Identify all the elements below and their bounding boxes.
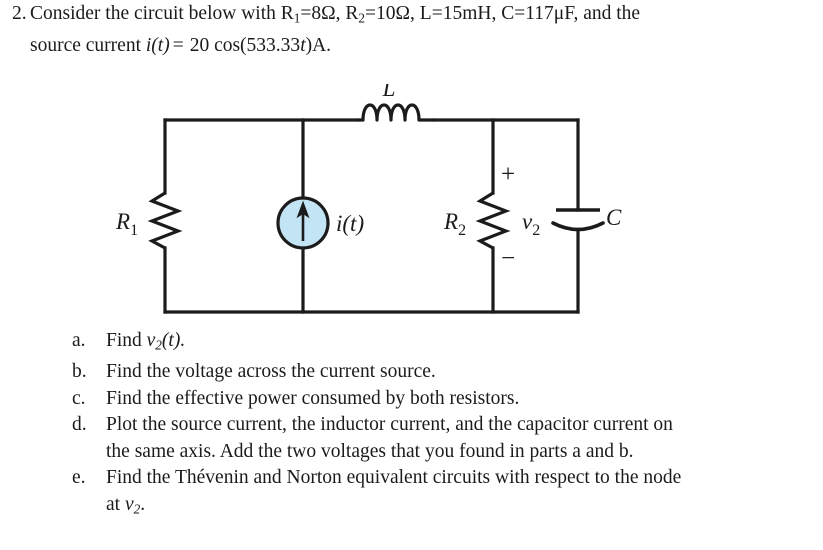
problem-number: 2. [12,3,27,24]
current-source-arrow-head [296,200,310,219]
polarity-plus-sign: + [501,161,515,188]
source-current-tail: )A. [305,34,332,56]
label-r2-symbol: R [443,209,458,234]
capacitor-symbol [551,208,605,232]
r2-symbol: R [345,3,359,24]
label-v2-subscript: 2 [532,222,540,239]
list-item: e. Find the Thévenin and Norton equivale… [0,465,823,523]
c-value: C=117μF, [501,3,584,24]
subpart-e-line1: Find the Thévenin and Norton equivalent … [106,467,682,489]
r1-symbol: R [280,3,294,24]
label-source-current: i(t) [336,211,364,236]
subpart-e-line2-pre: at [106,493,125,515]
subpart-letter-e: e. [72,467,86,489]
problem-line1-suffix: and the [583,3,641,24]
r1-value: =8Ω, [300,3,346,24]
subpart-e-symbol-sub: 2 [133,501,141,517]
problem-statement: 2. Consider the circuit below with R1=8Ω… [0,0,823,59]
subpart-text-b: Find the voltage across the current sour… [106,361,436,383]
source-current-symbol: i [145,34,152,56]
subpart-letter-d: d. [72,414,87,436]
polarity-minus-sign: − [501,245,515,272]
subpart-d-line1: Plot the source current, the inductor cu… [106,414,673,436]
subpart-letter-b: b. [72,361,87,383]
subpart-text-a: Find v2(t). [106,328,185,359]
list-item: d. Plot the source current, the inductor… [0,412,823,465]
l-value: L=15mH, [419,3,502,24]
list-item: b. Find the voltage across the current s… [0,359,823,386]
subpart-e-line2-post: . [140,493,146,515]
subpart-text-c: Find the effective power consumed by bot… [106,387,520,409]
problem-line-2-text: source current i(t)=20 cos(533.33t)A. [30,32,640,59]
label-source-current-symbol: i [336,211,342,236]
subpart-a-symbol-sub: 2 [155,337,162,353]
source-current-time-var: t [300,34,306,56]
source-current-expression: 20 cos(533.33 [189,34,301,56]
label-source-current-arg: (t) [342,211,364,236]
label-r1-symbol: R [115,209,130,234]
resistor-r2-symbol [475,191,511,250]
problem-line-1-text: Consider the circuit below with R1=8Ω, R… [30,0,640,32]
subpart-a-pre: Find [106,330,147,351]
current-source-symbol [276,196,330,250]
equals-sign: = [172,34,184,56]
label-inductor: L [382,84,396,101]
capacitor-bottom-plate [551,221,605,232]
r1-subscript: 1 [293,10,301,26]
r2-value: =10Ω, [365,3,420,24]
subpart-e-line2: at v2. [106,492,681,523]
list-item: c. Find the effective power consumed by … [0,386,823,413]
subpart-text-e: Find the Thévenin and Norton equivalent … [106,465,681,523]
inductor-symbol [355,103,436,122]
source-current-prefix: source current [30,34,146,56]
circuit-diagram: R1 R2 L C i(t) v2 + − [0,84,823,324]
label-v2-symbol: v [522,209,533,234]
subpart-letter-a: a. [72,330,86,351]
subparts-list: a. Find v2(t). b. Find the voltage acros… [0,328,823,523]
label-r1: R1 [115,209,138,239]
subpart-e-symbol: v [124,493,134,515]
subpart-d-line2: the same axis. Add the two voltages that… [106,440,634,462]
subpart-a-symbol: v [146,330,156,351]
problem-line1-prefix: Consider the circuit below with [30,3,281,24]
label-capacitor: C [606,205,622,230]
r2-subscript: 2 [358,10,366,26]
subpart-text-d: Plot the source current, the inductor cu… [106,412,673,465]
subpart-a-post: (t). [161,330,186,351]
list-item: a. Find v2(t). [0,328,823,359]
label-r2-subscript: 2 [458,222,466,239]
label-r2: R2 [443,209,466,239]
label-v2: v2 [522,209,540,239]
subpart-letter-c: c. [72,387,86,409]
source-current-arg: (t) [151,34,170,56]
problem-line-1: 2. Consider the circuit below with R1=8Ω… [0,0,823,59]
resistor-r1-symbol [147,191,183,250]
label-r1-subscript: 1 [130,222,138,239]
